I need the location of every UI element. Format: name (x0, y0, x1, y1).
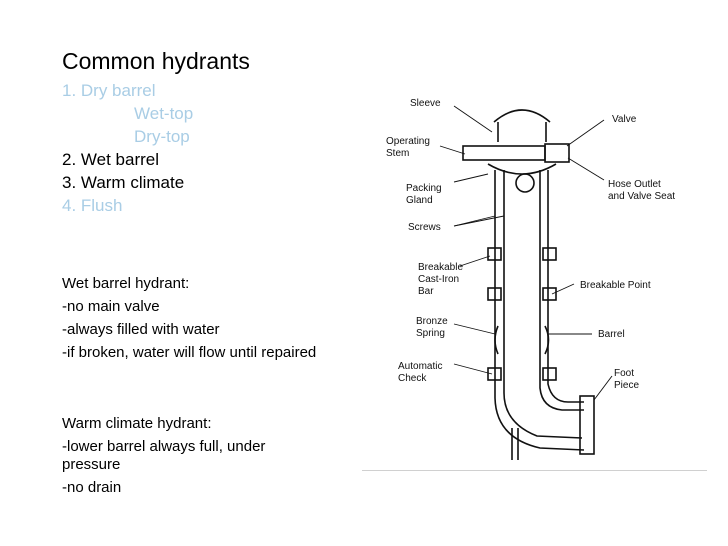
diagram-divider (362, 470, 707, 471)
warm-climate-notes: Warm climate hydrant: -lower barrel alwa… (62, 415, 322, 502)
wet-barrel-notes: Wet barrel hydrant: -no main valve -alwa… (62, 275, 322, 367)
hydrant-bonnet (493, 109, 551, 123)
hydrant-diagram: Sleeve Operating Stem Packing Gland Scre… (362, 88, 722, 472)
hydrant-cutaway-drawing: Sleeve Operating Stem Packing Gland Scre… (386, 98, 675, 460)
warm-climate-point: -lower barrel always full, under pressur… (62, 438, 266, 473)
valve-body (544, 143, 570, 163)
hydrant-type-list: 1. Dry barrel Wet-top Dry-top 2. Wet bar… (62, 79, 193, 217)
list-item-wet-barrel: 2. Wet barrel (62, 150, 160, 169)
warm-climate-point: -no drain (62, 479, 122, 496)
label-gland: Gland (406, 195, 433, 206)
foot-piece-flange (579, 395, 595, 455)
label-bronze: Bronze (416, 316, 448, 327)
base-drain (511, 428, 519, 460)
wet-barrel-point: -no main valve (62, 298, 160, 315)
warm-climate-heading: Warm climate hydrant: (62, 415, 212, 432)
label-piece: Piece (614, 380, 639, 391)
list-item-warm-climate: 3. Warm climate (62, 173, 185, 192)
label-valve: Valve (612, 114, 637, 125)
wet-barrel-point: -always filled with water (62, 321, 220, 338)
breakable-bar-bolt (487, 247, 502, 261)
list-item-flush: 4. Flush (62, 196, 123, 215)
label-foot: Foot (614, 368, 634, 379)
slide-title: Common hydrants (62, 48, 250, 74)
barrel-outer-right (547, 170, 584, 403)
operating-stem (462, 145, 546, 161)
barrel-inner-right (539, 170, 584, 411)
label-packing: Packing (406, 183, 442, 194)
label-screws: Screws (408, 222, 441, 233)
label-spring: Spring (416, 328, 445, 339)
hose-outlet-cap (515, 173, 535, 193)
wet-barrel-heading: Wet barrel hydrant: (62, 275, 190, 292)
barrel-outer-left (494, 170, 585, 451)
barrel-inner-left (503, 170, 583, 439)
list-item-dry-barrel: 1. Dry barrel (62, 81, 156, 100)
label-stem: Stem (386, 148, 409, 159)
label-check: Check (398, 373, 427, 384)
label-breakable: Breakable (418, 262, 463, 273)
label-operating: Operating (386, 136, 430, 147)
list-item-dry-top: Dry-top (134, 127, 190, 146)
label-bar: Bar (418, 286, 434, 297)
label-valve-seat: and Valve Seat (608, 191, 675, 202)
label-sleeve: Sleeve (410, 98, 441, 109)
label-cast-iron: Cast-Iron (418, 274, 459, 285)
label-barrel: Barrel (598, 329, 625, 340)
label-hose-outlet: Hose Outlet (608, 179, 661, 190)
label-automatic: Automatic (398, 361, 442, 372)
wet-barrel-point: -if broken, water will flow until repair… (62, 344, 317, 361)
label-breakable-point: Breakable Point (580, 280, 651, 291)
bronze-spring (494, 325, 550, 355)
list-item-wet-top: Wet-top (134, 104, 194, 123)
